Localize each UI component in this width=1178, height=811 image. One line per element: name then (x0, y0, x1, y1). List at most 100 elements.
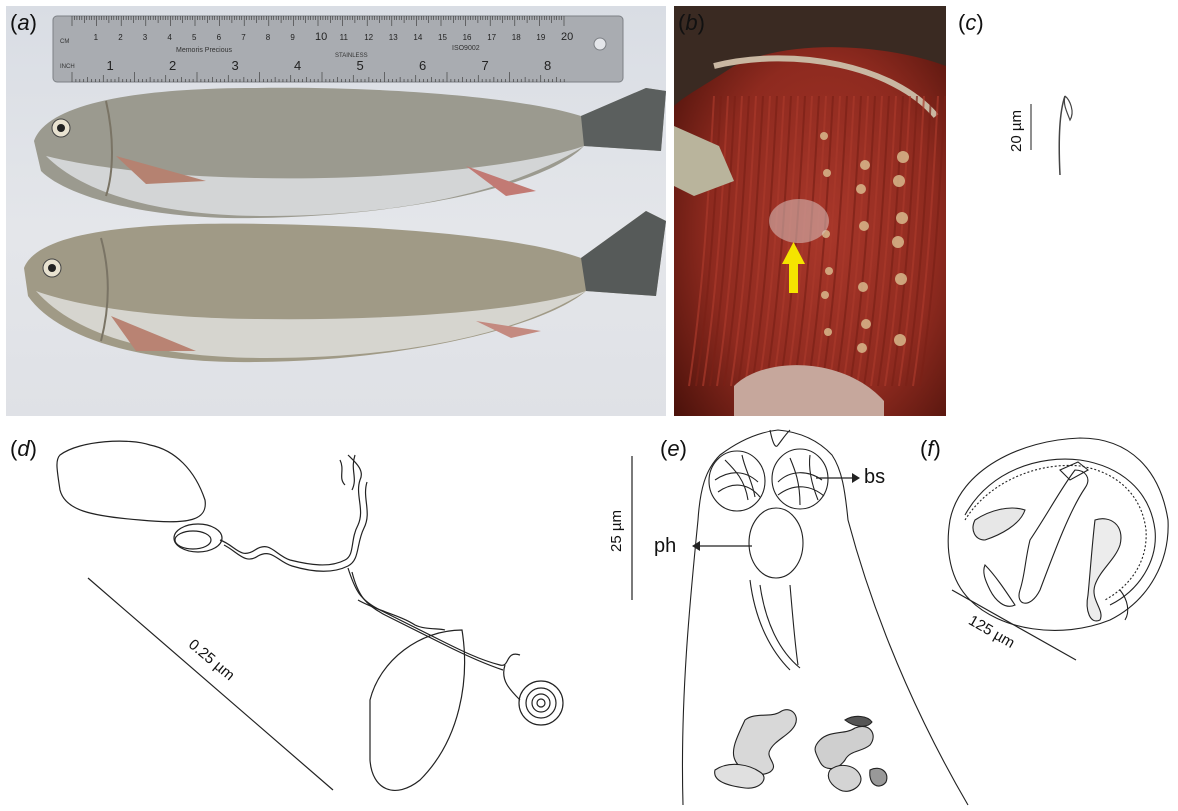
ruler-cm-label: 15 (438, 33, 447, 42)
gill-filament (849, 95, 876, 387)
gill-filament (737, 95, 764, 387)
tissue-speck (825, 267, 833, 275)
tissue-speck (820, 132, 828, 140)
ruler-brand: Memoris Precious (176, 47, 233, 54)
fish-upper (34, 87, 666, 219)
tissue-speck (821, 291, 829, 299)
panel-label-b: (b) (678, 10, 705, 35)
parasite-head-drawing (681, 429, 969, 806)
fish-lower (24, 211, 666, 363)
adult-parasite-drawing (947, 437, 1169, 631)
ruler-cm-label: 18 (512, 33, 521, 42)
tissue-speck (895, 273, 907, 285)
gill-filament (835, 95, 862, 387)
yellow-arrow-icon (782, 242, 805, 293)
tissue-speck (858, 282, 868, 292)
ruler-hole (593, 37, 607, 51)
label-ph: ph (654, 535, 677, 557)
panel-label-c: (c) (958, 10, 984, 35)
ruler-cm-label: 16 (463, 33, 472, 42)
ruler-cm-label: 14 (413, 33, 422, 42)
ruler-cm-label: 20 (561, 31, 573, 43)
ruler-cm-unit: CM (60, 39, 69, 45)
ruler-inch-label: 1 (107, 58, 114, 73)
ruler-inch-label: 3 (232, 58, 239, 73)
gill-filament (695, 95, 722, 387)
tissue-speck (823, 169, 831, 177)
scale-label-f: 125 µm (965, 612, 1018, 652)
reproductive-organ-drawing (56, 440, 564, 791)
tissue-speck (857, 343, 867, 353)
gill-filament (919, 95, 946, 387)
ruler-inch-label: 7 (482, 58, 489, 73)
ruler-inch-label: 5 (357, 58, 364, 73)
gill-filament (744, 95, 771, 387)
scale-label-e: 25 µm (608, 510, 625, 552)
ruler-cm-label: 17 (487, 33, 496, 42)
panel-label-d: (d) (10, 436, 37, 461)
ruler-inch-label: 4 (294, 58, 301, 73)
ruler-inch-label: 2 (169, 58, 176, 73)
panel-label-f: (f) (920, 436, 941, 461)
ruler-inch-label: 8 (544, 58, 551, 73)
hook-drawing (1030, 95, 1073, 176)
ruler-cm-label: 9 (290, 33, 295, 42)
gill-filament (814, 95, 841, 387)
ruler-cm-label: 8 (266, 33, 271, 42)
gill-filament (870, 95, 897, 387)
ruler-inch-label: 6 (419, 58, 426, 73)
panel-label-e: (e) (660, 436, 687, 461)
ruler-cm-label: 3 (143, 33, 148, 42)
tissue-speck (894, 334, 906, 346)
ruler-cm-label: 11 (340, 33, 349, 42)
gill-photo (674, 6, 946, 416)
ruler-cm-label: 10 (315, 31, 327, 43)
tissue-speck (896, 212, 908, 224)
gill-photo-drawing (674, 6, 946, 416)
cyst-spot (769, 199, 829, 243)
label-bs: bs (864, 466, 886, 488)
ruler (52, 15, 624, 83)
ruler-cm-label: 7 (241, 33, 246, 42)
ruler-cm-label: 12 (364, 33, 373, 42)
tissue-speck (861, 319, 871, 329)
tissue-speck (859, 221, 869, 231)
gill-filament (716, 95, 743, 387)
ruler-cm-label: 4 (167, 33, 172, 42)
tissue-speck (892, 236, 904, 248)
panel-label-a: (a) (10, 10, 37, 35)
ruler-cm-label: 19 (536, 33, 545, 42)
tissue-speck (897, 151, 909, 163)
gill-filament (905, 95, 932, 387)
gill-filament (842, 95, 869, 387)
ruler-cm-label: 1 (94, 33, 99, 42)
gill-filament (730, 95, 757, 387)
gill-filament (709, 95, 736, 387)
gill-filament (688, 95, 715, 387)
gill-filament (898, 95, 925, 387)
ruler-stainless: STAINLESS (335, 53, 368, 59)
gill-filament (877, 95, 904, 387)
ruler-cm-label: 2 (118, 33, 123, 42)
tissue-speck (824, 328, 832, 336)
gill-filament (821, 95, 848, 387)
gill-filament (758, 95, 785, 387)
ruler-cm-label: 5 (192, 33, 197, 42)
tissue-speck (856, 184, 866, 194)
gill-arch (674, 126, 734, 196)
ruler-cm-label: 13 (389, 33, 398, 42)
gill-filament (891, 95, 918, 387)
gill-filament (723, 95, 750, 387)
tissue-speck (860, 160, 870, 170)
scale-bar-d (87, 577, 334, 791)
gill-base (734, 365, 884, 416)
gill-filament (863, 95, 890, 387)
scale-label-c: 20 µm (1008, 110, 1025, 152)
gill-filament (751, 95, 778, 387)
gill-filament (912, 95, 939, 387)
gill-filament (702, 95, 729, 387)
ph-pointer (692, 541, 752, 551)
gill-filament (828, 95, 855, 387)
